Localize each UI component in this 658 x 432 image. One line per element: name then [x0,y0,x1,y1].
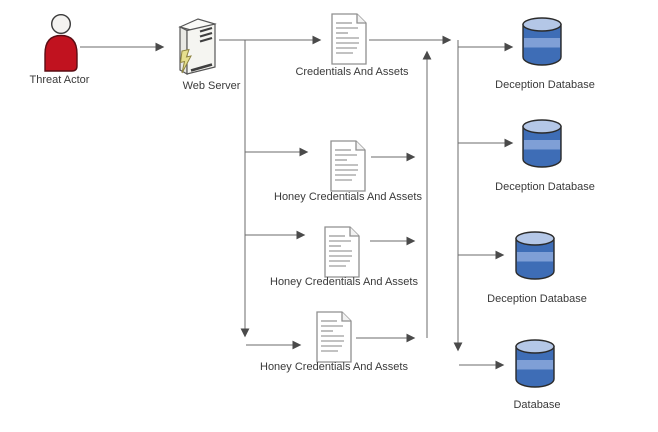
database-icon [522,17,562,66]
deception-db-3-label: Deception Database [487,293,587,305]
document-icon [330,140,366,192]
database-label: Database [513,399,561,411]
deception-db-1-label: Deception Database [495,79,595,91]
document-icon [316,311,352,363]
database-icon [515,231,555,280]
honey-doc-3-label: Honey Credentials And Assets [260,361,408,373]
deception-db-2-label: Deception Database [495,181,595,193]
credentials-doc-label: Credentials And Assets [295,66,409,78]
person-icon [44,13,78,72]
web-server-label: Web Server [182,80,241,92]
database-icon [522,119,562,168]
document-icon [324,226,360,278]
honey-doc-2-label: Honey Credentials And Assets [270,276,418,288]
database-icon [515,339,555,388]
threat-actor-label: Threat Actor [29,74,90,86]
server-tower-icon [178,18,217,76]
document-icon [331,13,367,65]
honey-doc-1-label: Honey Credentials And Assets [274,191,422,203]
